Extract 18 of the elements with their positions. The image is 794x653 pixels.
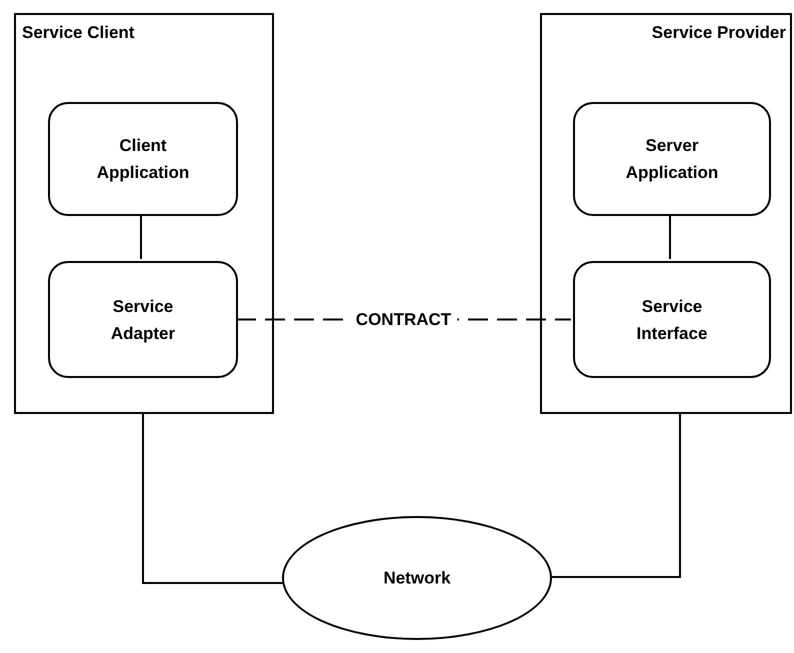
box-label: Service Interface bbox=[636, 296, 708, 344]
connector-line bbox=[142, 414, 282, 584]
box-label: Service Adapter bbox=[110, 296, 176, 344]
connector-line bbox=[669, 214, 671, 259]
container-title: Service Provider bbox=[652, 23, 786, 43]
container-box bbox=[540, 13, 792, 414]
container-title: Service Client bbox=[22, 23, 134, 43]
component-box bbox=[48, 102, 238, 216]
connector-line bbox=[552, 414, 681, 578]
component-box bbox=[48, 261, 238, 378]
box-label: Client Application bbox=[96, 135, 190, 184]
network-ellipse bbox=[282, 516, 552, 640]
container-box bbox=[14, 13, 274, 414]
connector-line bbox=[140, 214, 142, 259]
box-label: Network bbox=[382, 568, 452, 590]
box-label: Server Application bbox=[624, 135, 720, 184]
component-box bbox=[573, 261, 771, 378]
component-box bbox=[573, 102, 771, 216]
